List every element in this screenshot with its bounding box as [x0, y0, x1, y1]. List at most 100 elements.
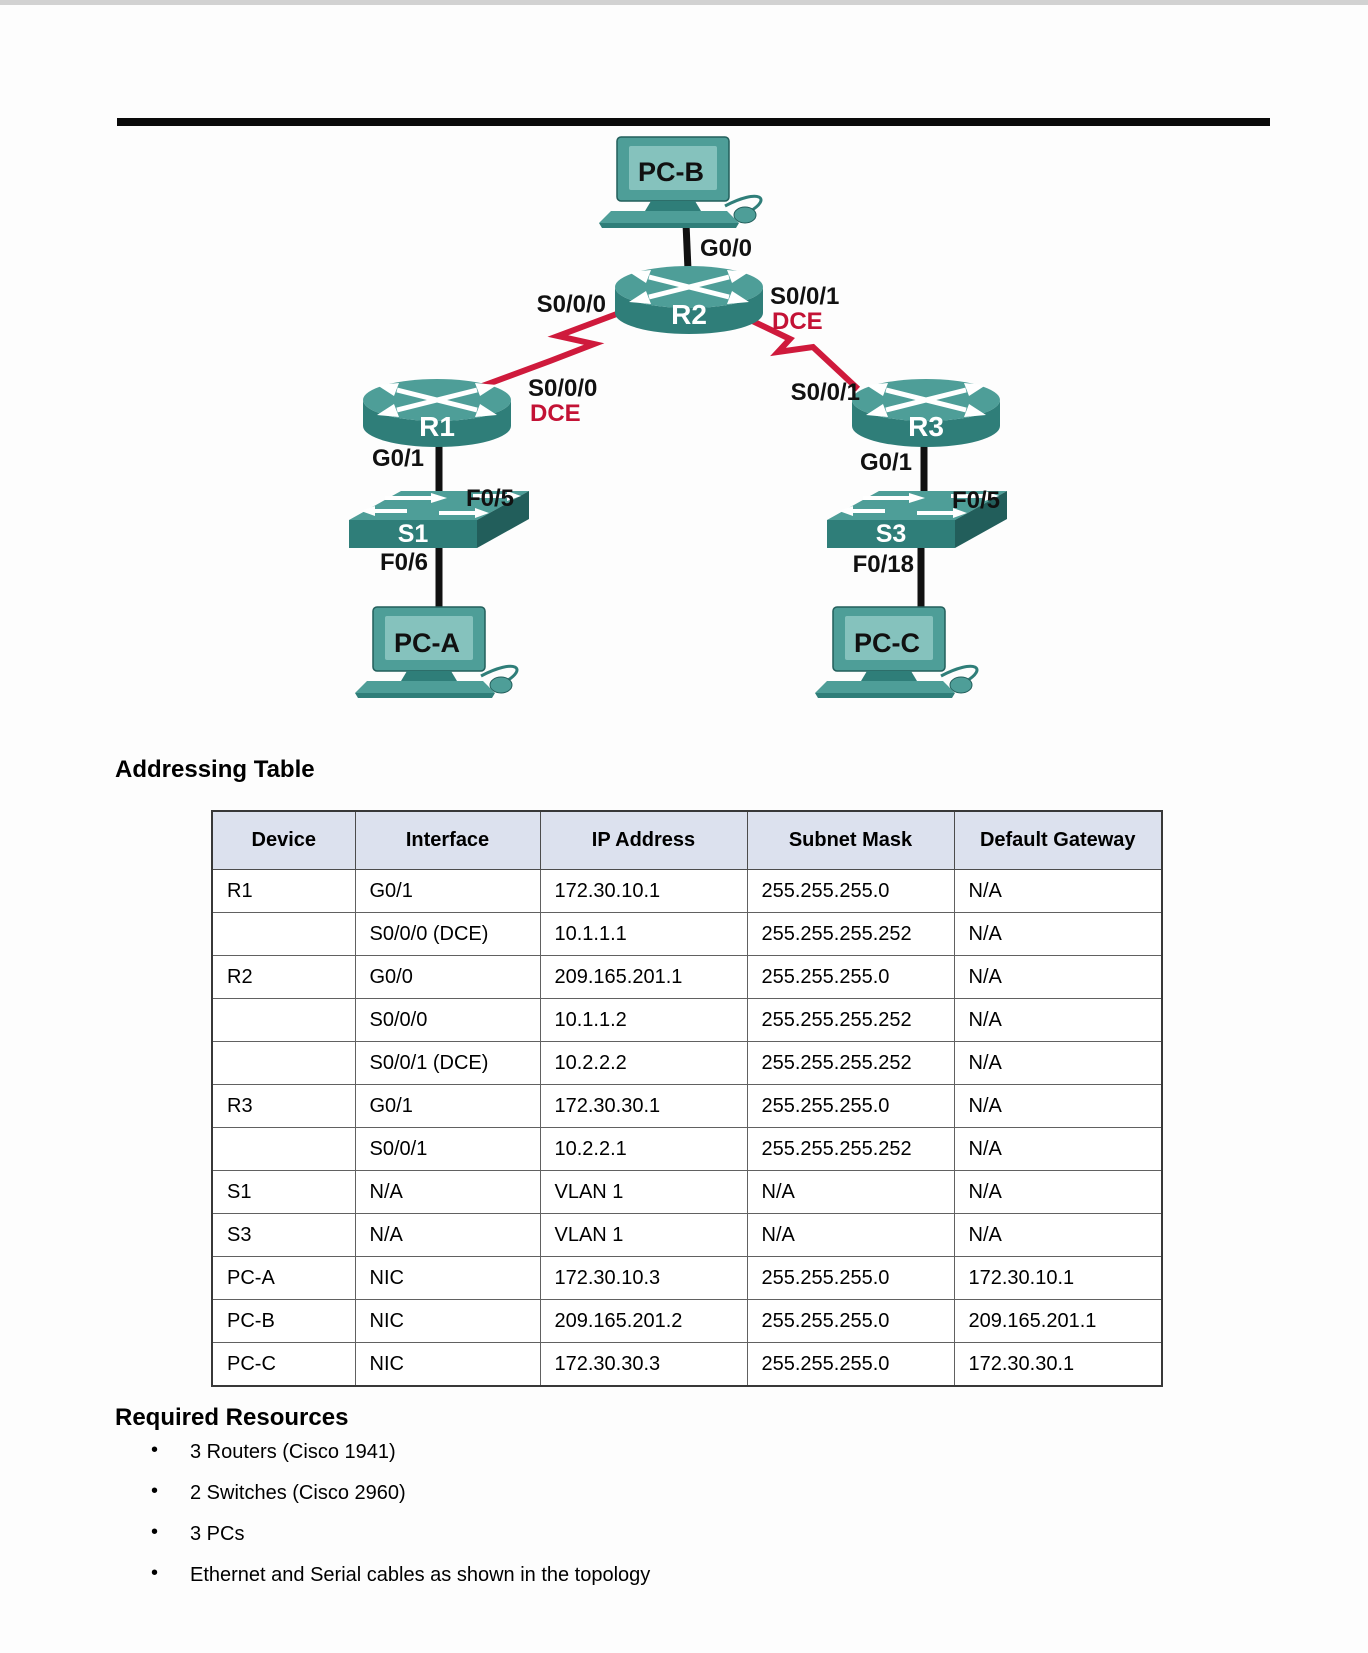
window-top-strip [0, 0, 1368, 5]
table-cell: R3 [211, 1084, 356, 1128]
switch-s3: S3 [825, 489, 1009, 550]
column-header: Device [211, 810, 356, 870]
resource-list-item: • Ethernet and Serial cables as shown in … [115, 1562, 1015, 1588]
router-r2: R2 [615, 266, 763, 334]
table-cell: 255.255.255.0 [746, 955, 955, 999]
table-cell [211, 912, 356, 956]
table-cell: 10.2.2.2 [539, 1041, 748, 1085]
table-cell: NIC [354, 1299, 541, 1343]
device-label-r1: R1 [419, 411, 455, 442]
port-label-r2-dce: DCE [772, 308, 823, 335]
device-label-pcb: PC-B [638, 157, 704, 187]
table-cell: NIC [354, 1256, 541, 1300]
topology-links [435, 199, 928, 618]
device-label-r2: R2 [671, 299, 707, 330]
document-top-rule [117, 118, 1270, 126]
column-header: IP Address [539, 810, 748, 870]
table-cell: 10.1.1.1 [539, 912, 748, 956]
port-label-s1-f05: F0/5 [466, 485, 514, 512]
table-cell: NIC [354, 1342, 541, 1387]
bullet-icon: • [151, 1480, 159, 1502]
port-label-r1-g01: G0/1 [372, 445, 424, 472]
device-label-s1: S1 [398, 520, 429, 548]
table-cell: 255.255.255.0 [746, 1299, 955, 1343]
table-cell: 255.255.255.252 [746, 912, 955, 956]
resource-item-text: 2 Switches (Cisco 2960) [190, 1482, 406, 1504]
serial-link-r2-r3 [740, 313, 861, 392]
required-resources-list: •3 Routers (Cisco 1941)•2 Switches (Cisc… [115, 1439, 1015, 1604]
table-cell: R2 [211, 955, 356, 999]
table-cell: R1 [211, 869, 356, 913]
table-cell: 209.165.201.2 [539, 1299, 748, 1343]
pc-pca: PC-A [353, 605, 519, 700]
table-cell: S0/0/0 [354, 998, 541, 1042]
table-cell: S1 [211, 1170, 356, 1214]
table-cell: N/A [953, 869, 1163, 913]
table-cell: 255.255.255.0 [746, 869, 955, 913]
table-cell: 209.165.201.1 [539, 955, 748, 999]
table-cell: 172.30.30.3 [539, 1342, 748, 1387]
table-cell: S0/0/1 (DCE) [354, 1041, 541, 1085]
device-label-s3: S3 [876, 520, 907, 548]
table-cell: N/A [953, 1041, 1163, 1085]
table-cell: 10.2.2.1 [539, 1127, 748, 1171]
table-cell: G0/0 [354, 955, 541, 999]
column-header: Interface [354, 810, 541, 870]
port-label-g00: G0/0 [700, 235, 752, 262]
port-label-s1-f06: F0/6 [380, 549, 428, 576]
device-label-pca: PC-A [394, 628, 460, 658]
table-cell: N/A [354, 1213, 541, 1257]
table-cell: 255.255.255.0 [746, 1256, 955, 1300]
table-cell [211, 998, 356, 1042]
table-cell: 255.255.255.0 [746, 1342, 955, 1387]
port-label-s3-f05: F0/5 [952, 487, 1000, 514]
resource-list-item: •3 Routers (Cisco 1941) [115, 1439, 1015, 1465]
required-resources-heading: Required Resources [115, 1404, 349, 1431]
resource-list-item: •3 PCs [115, 1521, 1015, 1547]
router-r3: R3 [852, 379, 1000, 447]
resource-item-text: Ethernet and Serial cables as shown in t… [190, 1564, 651, 1586]
table-cell: 172.30.30.1 [539, 1084, 748, 1128]
table-cell: 209.165.201.1 [953, 1299, 1163, 1343]
column-header: Default Gateway [953, 810, 1163, 870]
addressing-table-heading: Addressing Table [115, 756, 315, 783]
table-cell: G0/1 [354, 1084, 541, 1128]
bullet-icon: • [151, 1521, 159, 1543]
table-cell: 172.30.10.1 [539, 869, 748, 913]
table-cell: N/A [953, 1127, 1163, 1171]
port-labels: G0/0 S0/0/0 S0/0/1 DCE S0/0/0 DCE S0/0/1… [372, 235, 1000, 578]
table-cell: VLAN 1 [539, 1170, 748, 1214]
table-cell: S0/0/1 [354, 1127, 541, 1171]
resource-item-text: 3 Routers (Cisco 1941) [190, 1441, 396, 1463]
device-label-r3: R3 [908, 411, 944, 442]
table-cell: 255.255.255.252 [746, 1041, 955, 1085]
port-label-r1-s000: S0/0/0 [528, 375, 597, 402]
pc-pcc: PC-C [813, 605, 979, 700]
table-cell: 255.255.255.0 [746, 1084, 955, 1128]
column-header: Subnet Mask [746, 810, 955, 870]
table-cell: 255.255.255.252 [746, 998, 955, 1042]
table-cell [211, 1127, 356, 1171]
port-label-s3-f018: F0/18 [853, 551, 914, 578]
table-cell: N/A [953, 1084, 1163, 1128]
table-cell: 172.30.10.1 [953, 1256, 1163, 1300]
table-cell: N/A [953, 955, 1163, 999]
table-cell: 172.30.30.1 [953, 1342, 1163, 1387]
table-cell: N/A [953, 998, 1163, 1042]
port-label-r3-s001: S0/0/1 [791, 379, 860, 406]
table-cell [211, 1041, 356, 1085]
network-topology-diagram: PC-B R2 R1 R3 S1 S3 PC-A PC-C G0/0 S0/0/… [347, 135, 1009, 700]
table-cell: VLAN 1 [539, 1213, 748, 1257]
bullet-icon: • [151, 1562, 159, 1584]
